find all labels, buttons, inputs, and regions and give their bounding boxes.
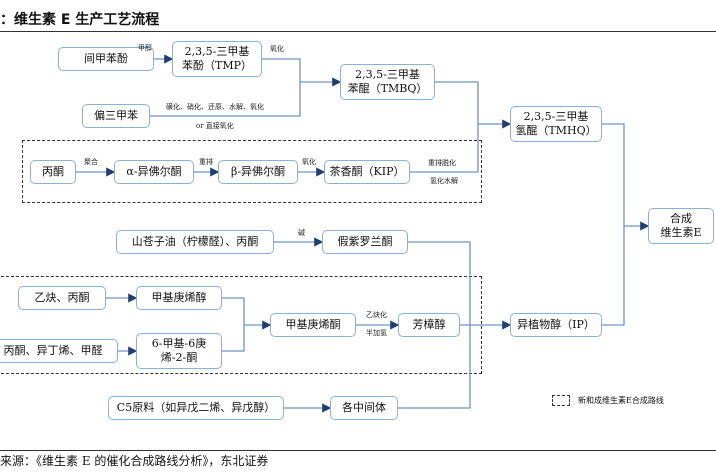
node-vitamin-e: 合成 维生素E bbox=[648, 208, 714, 244]
label-methylation: 甲醇 bbox=[138, 44, 152, 52]
legend-dashed-swatch bbox=[552, 395, 570, 406]
node-methylheptenone: 甲基庚烯酮 bbox=[270, 313, 356, 337]
label-oxidation-2: 氧化 bbox=[302, 158, 316, 166]
arrow-join-methylheptenone bbox=[222, 297, 270, 352]
node-pseudocumene: 偏三甲苯 bbox=[82, 104, 150, 128]
label-oxidation-1: 氧化 bbox=[270, 45, 284, 53]
arrow-intermediates-ip bbox=[398, 325, 471, 409]
label-base: 碱 bbox=[298, 229, 305, 237]
source-footer: 来源：《维生素 E 的催化合成路线分析》，东北证券 bbox=[0, 454, 269, 468]
node-beta-isophorone: β-异佛尔酮 bbox=[218, 160, 298, 184]
node-methylheptenol: 甲基庚烯醇 bbox=[136, 286, 222, 310]
label-reoxidation: 重排脱化 bbox=[428, 159, 456, 167]
node-linalool: 芳樟醇 bbox=[398, 313, 460, 337]
label-isomerization: 重排 bbox=[199, 158, 213, 166]
arrow-kip-merge bbox=[410, 124, 479, 173]
node-pseudoionone: 假紫罗兰酮 bbox=[322, 230, 408, 254]
node-intermediates: 各中间体 bbox=[330, 396, 398, 420]
label-semi-hydrogenation: 半加氢 bbox=[366, 329, 387, 337]
label-condensation: 聚合 bbox=[84, 158, 98, 166]
arrow-tmp-tmbq bbox=[262, 58, 342, 87]
node-methylheptenone-2: 6-甲基-6庚 烯-2-酮 bbox=[136, 333, 222, 369]
dashed-group-kip bbox=[22, 140, 482, 203]
node-acetylene-acetone: 乙炔、丙酮 bbox=[18, 286, 106, 310]
node-tmhq: 2,3,5-三甲基 氢醌（TMHQ） bbox=[510, 106, 602, 142]
node-acetone: 丙酮 bbox=[30, 160, 76, 184]
node-litsea-citral: 山苍子油（柠檬醛）、丙酮 bbox=[116, 230, 274, 254]
node-tmbq: 2,3,5-三甲基 苯醌（TMBQ） bbox=[340, 64, 435, 100]
label-direct-oxidation: or 直接氧化 bbox=[196, 122, 234, 130]
node-isophytol: 异植物醇（IP） bbox=[510, 313, 602, 337]
label-reduction-hydrolysis: 氢化水解 bbox=[430, 177, 458, 185]
legend-text: 新和成维生素E合成路线 bbox=[578, 396, 664, 405]
arrow-ip-vitamine bbox=[602, 226, 625, 326]
node-alpha-isophorone: α-异佛尔酮 bbox=[114, 160, 194, 184]
node-m-cresol: 间甲苯酚 bbox=[58, 47, 154, 71]
node-c5-raw: C5原料（如异戊二烯、异戊醇） bbox=[108, 396, 284, 420]
label-ethynylation: 乙炔化 bbox=[366, 311, 387, 319]
arrow-tmbq-tmhq bbox=[435, 81, 512, 129]
arrow-pseudocumene-merge bbox=[150, 82, 301, 117]
figure-title: ：维生素 E 生产工艺流程 bbox=[0, 12, 160, 28]
footer-divider bbox=[0, 450, 716, 451]
arrow-pseudoionone-ip bbox=[408, 241, 471, 325]
node-tmp: 2,3,5-三甲基 苯酚（TMP） bbox=[172, 41, 262, 77]
node-kip: 茶香酮（KIP） bbox=[324, 160, 410, 184]
label-pseudocumene-route: 磺化、硝化、还原、水解、氧化 bbox=[166, 103, 264, 111]
arrow-tmhq-vitamine bbox=[602, 123, 650, 231]
title-divider bbox=[0, 31, 716, 32]
node-acetone-isobutylene: 丙酮、异丁烯、甲醛 bbox=[0, 339, 118, 363]
